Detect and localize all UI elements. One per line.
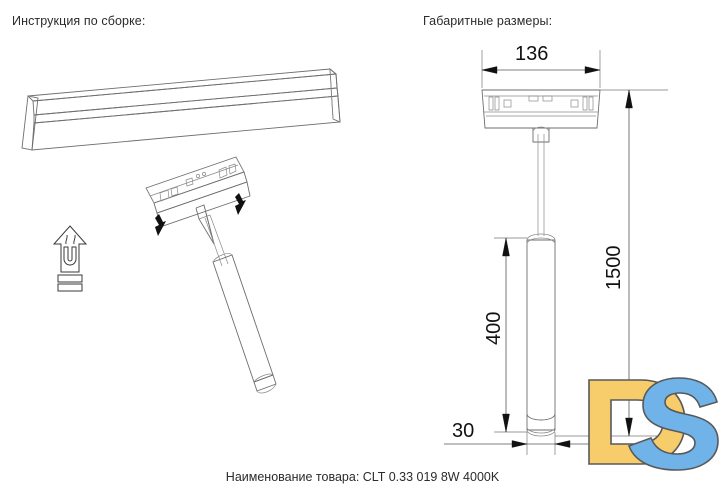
dimension-line-1500	[555, 89, 668, 437]
magnetic-track-rail	[21, 67, 341, 151]
track-adapter-front-view	[481, 89, 601, 143]
dimension-label-total-height: 1500	[603, 245, 625, 291]
dimensions-section-heading: Габаритные размеры:	[423, 14, 553, 28]
product-name-caption: Наименование товара: CLT 0.33 019 8W 400…	[225, 470, 500, 484]
suspension-cord	[537, 142, 545, 236]
magnet-symbol	[52, 225, 88, 292]
assembly-section-heading: Инструкция по сборке:	[12, 14, 146, 28]
pendant-tube-lamp-front	[526, 233, 556, 437]
dimension-line-30	[444, 432, 600, 455]
pendant-tube-lamp	[212, 253, 277, 394]
dimension-label-tube-diameter: 30	[452, 420, 475, 442]
dimension-label-width: 136	[515, 43, 549, 65]
dimension-line-136	[481, 50, 601, 88]
insertion-arrow-left	[155, 214, 166, 236]
track-mount-adapter	[145, 156, 251, 228]
ds-watermark-logo	[588, 377, 719, 471]
dimension-line-400	[494, 237, 527, 433]
dimension-label-tube-length: 400	[483, 311, 505, 345]
insertion-arrow-right	[235, 193, 246, 215]
pendant-cord	[195, 204, 229, 267]
logo-letter-s	[627, 377, 719, 471]
